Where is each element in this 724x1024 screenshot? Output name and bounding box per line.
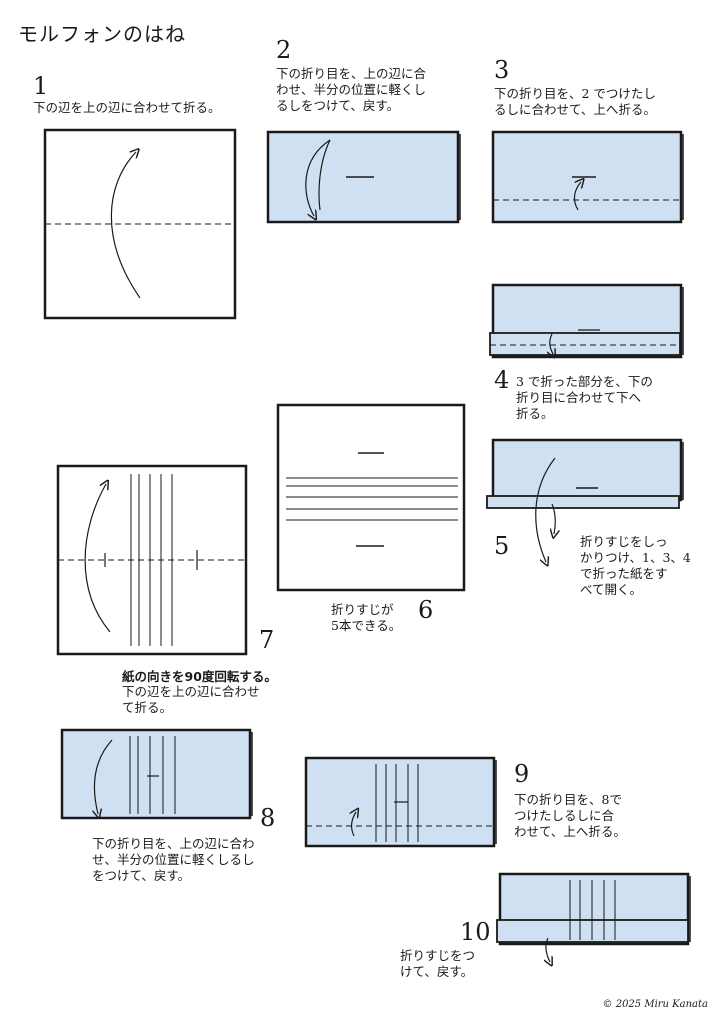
step-9-illustration [304, 756, 497, 848]
step-5-text: 折りすじをしっ かりつけ、1、3、4 で折った紙をす べて開く。 [580, 534, 691, 597]
step-8-illustration [60, 728, 253, 818]
step-1-text: 下の辺を上の辺に合わせて折る。 [33, 100, 221, 115]
step-5-number: 5 [494, 532, 510, 560]
credit: © 2025 Miru Kanata [602, 999, 708, 1010]
step-6-illustration [276, 403, 466, 592]
step-9-number: 9 [514, 760, 530, 788]
step-8-number: 8 [260, 804, 276, 832]
step-10-number: 10 [460, 918, 491, 946]
step-4-illustration [489, 283, 684, 357]
step-9-text: 下の折り目を、8で つけたしるしに合 わせて、上へ折る。 [514, 792, 626, 839]
step-5-illustration [486, 438, 684, 562]
step-1-number: 1 [33, 72, 49, 100]
step-8-text: 下の折り目を、上の辺に合わ せ、半分の位置に軽くしるし をつけて、戻す。 [92, 836, 255, 883]
step-7-note: 紙の向きを90度回転する。 [122, 669, 277, 684]
page-title: モルフォンのはね [18, 22, 186, 46]
step-7-illustration [56, 464, 248, 656]
step-6-number: 6 [418, 596, 434, 624]
step-4-number: 4 [494, 366, 510, 394]
step-10-text: 折りすじをつ けて、戻す。 [400, 948, 476, 979]
step-1-illustration [43, 128, 237, 320]
step-7-text: 下の辺を上の辺に合わせ て折る。 [122, 684, 260, 715]
step-2-illustration [266, 130, 461, 224]
step-3-number: 3 [494, 56, 510, 84]
step-2-text: 下の折り目を、上の辺に合 わせ、半分の位置に軽くし るしをつけて、戻す。 [276, 66, 427, 113]
step-7-number: 7 [259, 626, 275, 654]
step-3-text: 下の折り目を、2 でつけたし るしに合わせて、上へ折る。 [494, 86, 656, 117]
step-10-illustration [496, 872, 691, 962]
step-4-text: 3 で折った部分を、下の 折り目に合わせて下へ 折る。 [516, 374, 653, 421]
step-6-text: 折りすじが 5本できる。 [331, 602, 402, 633]
step-2-number: 2 [276, 36, 292, 64]
step-3-illustration [491, 130, 684, 224]
